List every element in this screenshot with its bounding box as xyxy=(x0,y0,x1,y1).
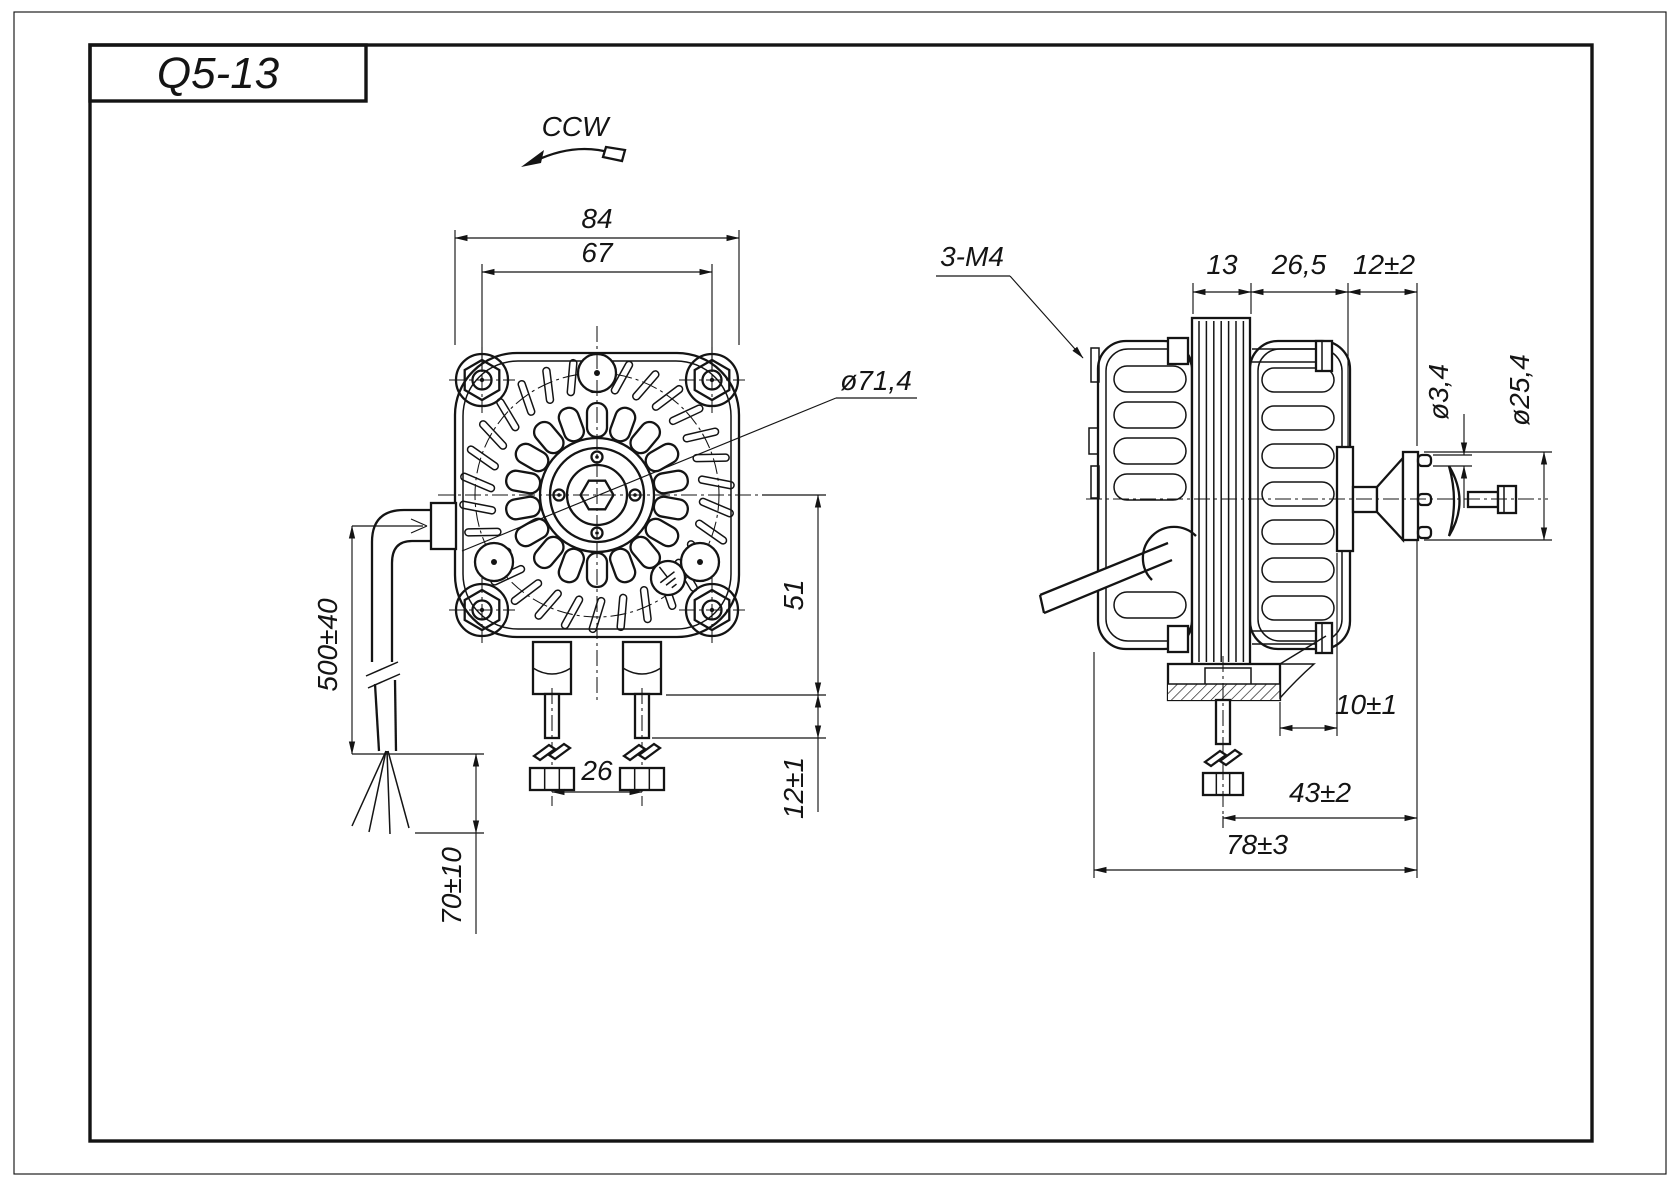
dim-pin-diameter: ø3,4 xyxy=(1423,364,1472,508)
rotation-label: CCW xyxy=(542,111,611,142)
outer-frame xyxy=(13,11,1667,1175)
mounting-bracket xyxy=(1166,635,1327,816)
svg-text:26,5: 26,5 xyxy=(1271,249,1327,280)
dim-center-to-mount: 51 xyxy=(666,494,826,696)
model-number: Q5-13 xyxy=(157,49,280,98)
rotation-direction: CCW xyxy=(521,111,627,167)
svg-text:12±2: 12±2 xyxy=(1353,249,1416,280)
inner-frame xyxy=(88,43,1594,1143)
dim-wire-length: 70±10 xyxy=(415,753,484,934)
ccw-rotation-arrow-icon xyxy=(534,147,613,163)
svg-text:3-M4: 3-M4 xyxy=(940,241,1004,272)
dim-overall-length: 78±3 xyxy=(1093,652,1418,878)
flange-pin xyxy=(1416,453,1433,468)
shaft-and-hub xyxy=(1086,445,1548,553)
side-cable xyxy=(1038,525,1197,615)
svg-text:500±40: 500±40 xyxy=(312,598,343,692)
side-view: 3-M4 13 26,5 12±2 ø3,4 xyxy=(936,241,1552,878)
washers-and-nuts xyxy=(528,742,1245,797)
mounting-studs xyxy=(531,640,663,806)
ground-symbol-icon xyxy=(649,559,687,597)
hub-flange xyxy=(1401,450,1420,542)
svg-text:13: 13 xyxy=(1206,249,1238,280)
cable-assembly xyxy=(351,501,458,835)
dim-hub-diameter: ø25,4 xyxy=(1424,354,1552,541)
svg-text:10±1: 10±1 xyxy=(1335,689,1397,720)
dim-shell-length: 26,5 xyxy=(1250,249,1349,447)
mounting-bosses xyxy=(473,352,721,583)
strain-relief xyxy=(429,501,458,551)
svg-text:67: 67 xyxy=(581,237,614,268)
cable-break-mark xyxy=(365,661,399,677)
dim-bolt-circle: ø71,4 xyxy=(461,365,917,552)
spring-washer-profile xyxy=(1447,465,1461,537)
title-block: Q5-13 xyxy=(88,43,368,103)
svg-text:51: 51 xyxy=(778,579,809,610)
left-shell xyxy=(1096,339,1194,651)
shell-cooling-ribs xyxy=(1113,365,1335,621)
dim-body-width: 84 xyxy=(454,203,740,345)
through-bolts xyxy=(1166,336,1334,655)
dim-stud-protrusion: 12±1 xyxy=(652,694,826,819)
svg-text:ø71,4: ø71,4 xyxy=(840,365,912,396)
dim-hole-spacing: 67 xyxy=(481,237,713,372)
front-view: CCW xyxy=(312,111,1245,934)
svg-text:70±10: 70±10 xyxy=(436,847,467,925)
lamination-stack xyxy=(1190,316,1252,667)
svg-text:ø3,4: ø3,4 xyxy=(1423,364,1454,420)
dim-cable-length: 500±40 xyxy=(312,518,484,755)
dim-shaft-extension: 12±2 xyxy=(1347,249,1418,446)
svg-text:26: 26 xyxy=(580,755,613,786)
cable-grommet xyxy=(1141,525,1197,581)
svg-text:78±3: 78±3 xyxy=(1226,829,1289,860)
ccw-arrowhead-icon xyxy=(521,150,544,167)
dim-stack-length: 13 xyxy=(1192,249,1252,314)
dim-mount-to-shaft-end: 43±2 xyxy=(1222,540,1418,878)
svg-text:ø25,4: ø25,4 xyxy=(1504,354,1535,426)
dim-mount-offset: 10±1 xyxy=(1279,553,1397,736)
callout-thread: 3-M4 xyxy=(936,241,1084,359)
svg-text:12±1: 12±1 xyxy=(778,757,809,819)
ccw-arrow-tail-icon xyxy=(601,145,627,163)
shell-edge-tabs xyxy=(1088,347,1100,499)
lead-wires xyxy=(351,750,410,835)
flange-pin xyxy=(1416,525,1433,540)
svg-text:43±2: 43±2 xyxy=(1289,777,1352,808)
left-shell-inner xyxy=(1105,348,1193,642)
dim-stud-spacing: 26 xyxy=(551,755,643,796)
svg-text:84: 84 xyxy=(581,203,612,234)
